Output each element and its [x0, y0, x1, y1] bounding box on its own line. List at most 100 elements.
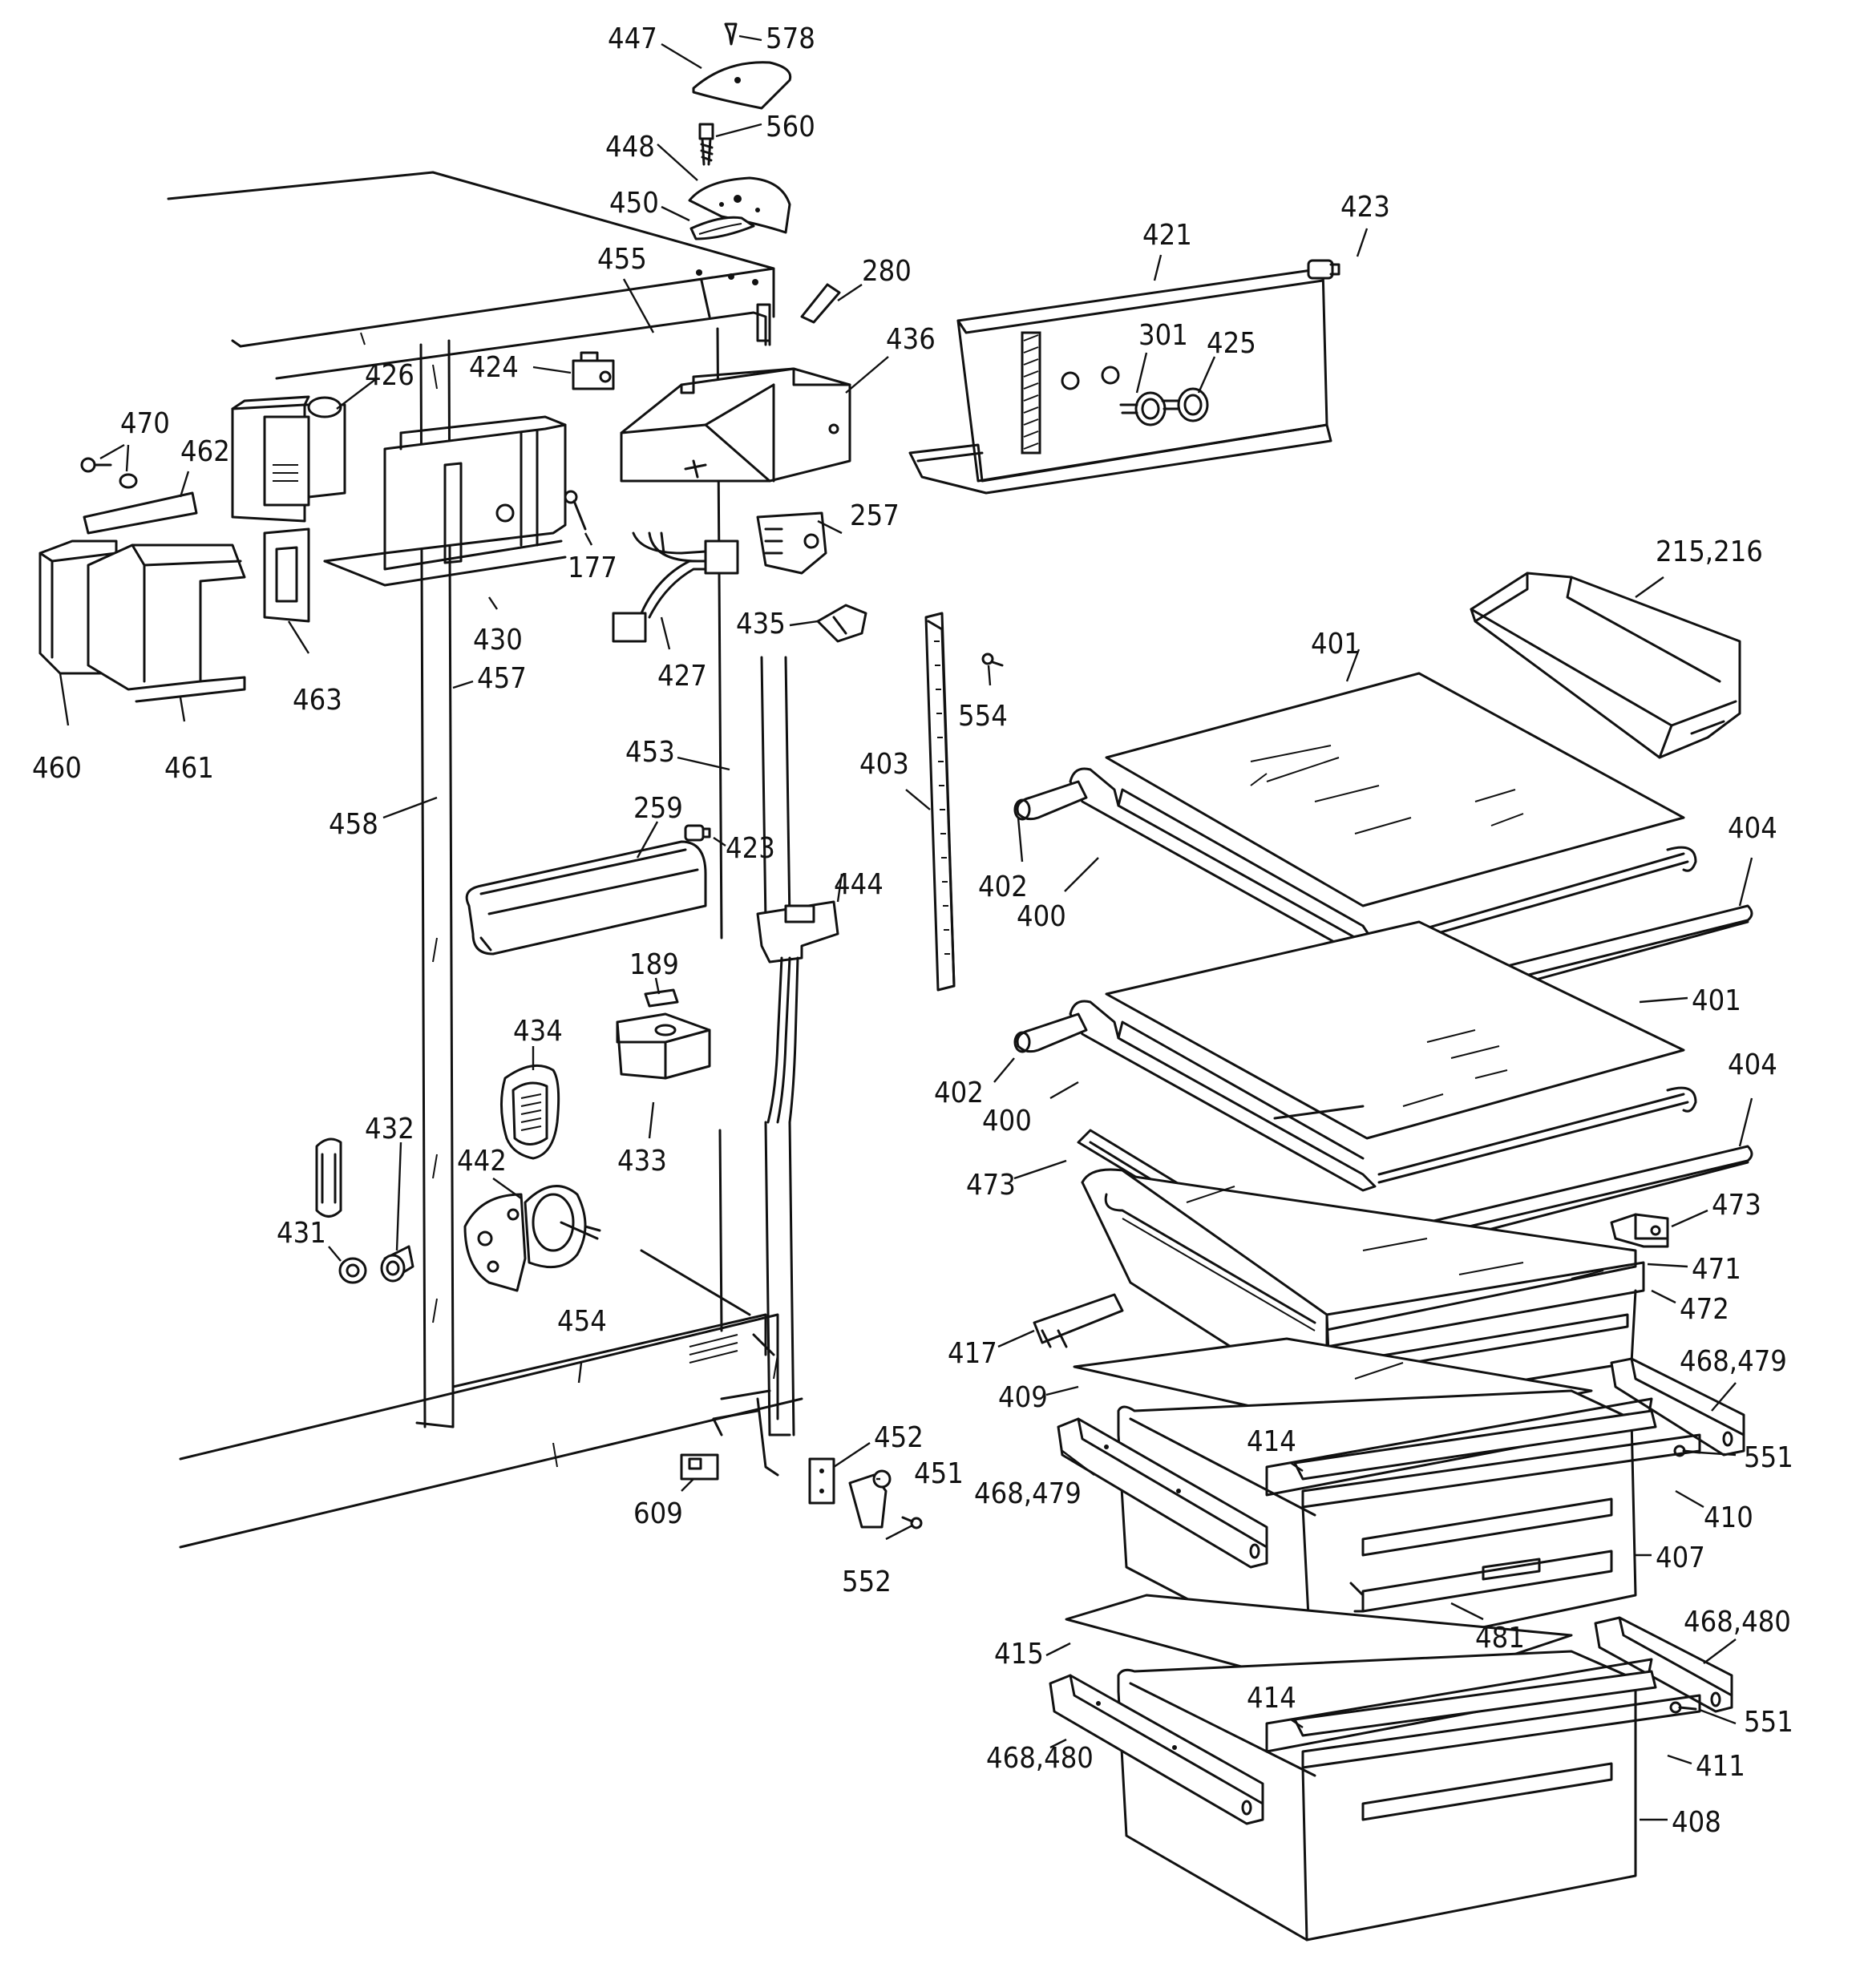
label-435: 435 — [736, 608, 786, 640]
label-472: 472 — [1680, 1293, 1729, 1326]
label-462: 462 — [180, 435, 230, 468]
label-473-left: 473 — [966, 1169, 1016, 1202]
label-414-upper: 414 — [1247, 1425, 1296, 1458]
label-468-480-left: 468,480 — [986, 1742, 1094, 1775]
clip-402-top — [1013, 780, 1088, 821]
label-447: 447 — [608, 22, 657, 55]
label-404-top: 404 — [1728, 812, 1777, 845]
label-442: 442 — [457, 1145, 507, 1178]
drawer-407 — [1117, 1389, 1701, 1665]
hinge-451 — [848, 1469, 892, 1529]
control-panel-421 — [908, 267, 1332, 495]
label-409: 409 — [998, 1381, 1048, 1414]
fan-442 — [463, 1185, 601, 1292]
label-410: 410 — [1704, 1501, 1753, 1534]
bulb-280 — [800, 283, 841, 324]
slide-468-479-left — [1057, 1417, 1268, 1569]
label-400-mid: 400 — [982, 1105, 1032, 1137]
label-401-mid: 401 — [1692, 984, 1741, 1017]
label-455: 455 — [597, 243, 647, 276]
label-189: 189 — [629, 948, 679, 981]
label-415: 415 — [994, 1638, 1044, 1671]
label-457: 457 — [477, 662, 527, 695]
screw-554 — [981, 653, 1004, 667]
label-427: 427 — [657, 660, 707, 693]
label-425: 425 — [1207, 327, 1256, 360]
shelf-rail-403 — [924, 612, 956, 992]
label-259: 259 — [633, 792, 683, 825]
screw-470 — [80, 457, 138, 489]
control-housing-436 — [620, 367, 851, 483]
label-551-lower: 551 — [1744, 1706, 1793, 1739]
part-431 — [315, 1137, 367, 1284]
label-411: 411 — [1696, 1750, 1745, 1783]
label-414-lower: 414 — [1247, 1682, 1296, 1715]
grille-434 — [499, 1064, 560, 1160]
label-417: 417 — [948, 1337, 997, 1370]
label-460: 460 — [32, 752, 82, 785]
spacer-463 — [263, 527, 310, 623]
glass-shelf-401-top — [1105, 672, 1685, 907]
label-452: 452 — [874, 1421, 924, 1454]
label-552: 552 — [842, 1566, 892, 1598]
slide-473-right — [1610, 1213, 1669, 1248]
label-423-middle: 423 — [726, 832, 775, 865]
bracket-462 — [83, 491, 198, 535]
label-578: 578 — [766, 22, 815, 55]
label-177: 177 — [568, 552, 617, 584]
label-473-right: 473 — [1712, 1189, 1761, 1222]
slide-468-480-left — [1049, 1674, 1264, 1825]
label-454: 454 — [557, 1305, 607, 1338]
label-408: 408 — [1672, 1806, 1721, 1839]
hinge-cover-447 — [692, 61, 792, 110]
label-468-479-left: 468,479 — [974, 1477, 1082, 1510]
plate-452 — [808, 1457, 835, 1505]
screw-551-lower — [1669, 1701, 1697, 1714]
switch-424 — [572, 351, 615, 390]
label-401-top: 401 — [1311, 628, 1361, 661]
label-450: 450 — [609, 187, 659, 220]
label-431: 431 — [277, 1217, 326, 1250]
label-402-mid: 402 — [934, 1077, 984, 1109]
timer-257 — [756, 511, 827, 575]
slide-468-480-right — [1594, 1616, 1733, 1713]
label-301: 301 — [1138, 319, 1188, 352]
label-433: 433 — [617, 1145, 667, 1178]
bulb-423-top — [1307, 259, 1340, 280]
label-407: 407 — [1656, 1542, 1705, 1574]
label-560: 560 — [766, 111, 815, 143]
label-461: 461 — [164, 752, 214, 785]
label-463: 463 — [293, 684, 342, 717]
label-451: 451 — [914, 1457, 964, 1490]
label-404-mid: 404 — [1728, 1049, 1777, 1081]
label-215-216: 215,216 — [1656, 535, 1763, 568]
label-468-480-right: 468,480 — [1684, 1606, 1791, 1638]
label-481: 481 — [1475, 1622, 1525, 1655]
label-424: 424 — [469, 351, 519, 384]
label-423-top: 423 — [1340, 191, 1390, 224]
knob-425 — [1161, 387, 1209, 422]
screw-177 — [564, 490, 587, 531]
label-554: 554 — [958, 700, 1008, 733]
door-bin-215-216 — [1470, 572, 1741, 759]
label-471: 471 — [1692, 1253, 1741, 1286]
hinge-448 — [688, 176, 791, 234]
clip-402-mid — [1013, 1012, 1088, 1053]
screw-552 — [901, 1516, 923, 1529]
glass-shelf-401-mid — [1105, 920, 1685, 1140]
damper-426 — [231, 395, 346, 523]
label-470: 470 — [120, 407, 170, 440]
bulb-423-middle — [684, 824, 711, 842]
part-417 — [1033, 1293, 1124, 1348]
switch-444 — [756, 900, 839, 1124]
evaporator-cover-430 — [323, 415, 567, 587]
label-430: 430 — [473, 624, 523, 657]
light-shield-259 — [465, 840, 707, 956]
label-453: 453 — [625, 736, 675, 769]
shim-450 — [689, 216, 755, 240]
label-434: 434 — [513, 1015, 563, 1048]
part-432 — [380, 1245, 414, 1283]
wiring-harness-427 — [612, 531, 739, 643]
